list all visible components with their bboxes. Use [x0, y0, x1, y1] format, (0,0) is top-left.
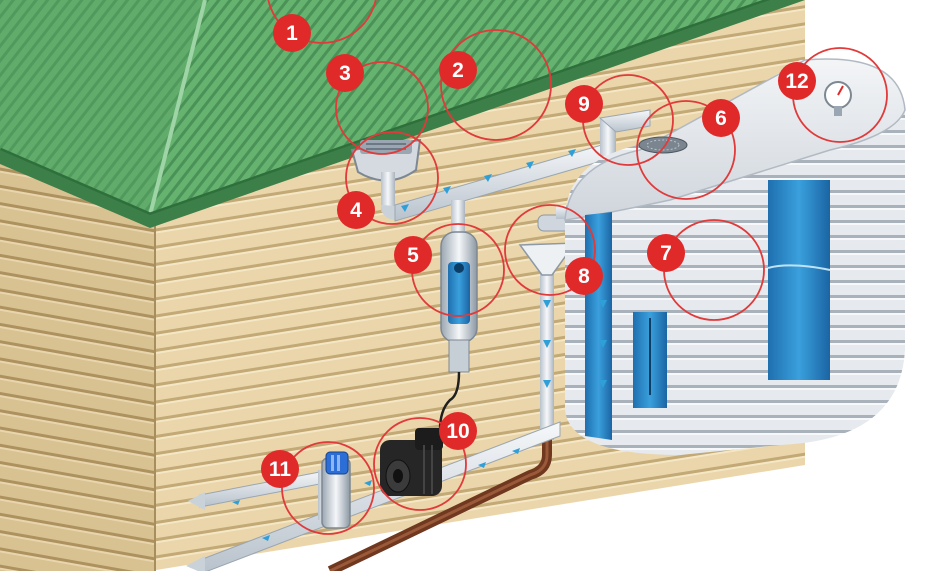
callout-label-4: 4	[350, 199, 362, 222]
tank-water-cutaway-left	[585, 212, 612, 440]
callout-ring-8	[504, 204, 596, 296]
callout-badge-11: 11	[261, 450, 299, 488]
callout-ring-1	[267, 0, 377, 44]
gutter-guard-icon	[366, 143, 406, 150]
first-flush-diverter-icon	[454, 263, 464, 273]
mains-switch	[321, 451, 351, 529]
callout-badge-8: 8	[565, 257, 603, 295]
diverter-drain-hose	[438, 371, 461, 431]
tank-water-cutaway-right	[768, 180, 830, 380]
callout-label-2: 2	[452, 59, 464, 82]
callout-label-1: 1	[286, 22, 298, 45]
callout-ring-2	[440, 29, 552, 141]
callout-badge-10: 10	[439, 412, 477, 450]
pump	[380, 428, 443, 496]
conveyance-pipe	[394, 109, 651, 222]
callout-ring-11	[281, 441, 375, 535]
rain-head	[350, 138, 422, 182]
callout-label-11: 11	[269, 458, 292, 481]
tank-screen-icon	[638, 136, 688, 154]
callout-label-5: 5	[407, 244, 419, 267]
callout-label-8: 8	[578, 265, 590, 288]
callout-badge-12: 12	[778, 62, 816, 100]
callout-ring-4	[345, 131, 439, 225]
callout-badge-5: 5	[394, 236, 432, 274]
callout-ring-6	[636, 100, 736, 200]
callout-ring-3	[335, 61, 429, 155]
callout-label-3: 3	[339, 62, 351, 85]
callout-badge-7: 7	[647, 234, 685, 272]
callout-label-12: 12	[785, 70, 808, 93]
callout-badge-2: 2	[439, 51, 477, 89]
callout-badge-9: 9	[565, 85, 603, 123]
callout-badge-4: 4	[337, 191, 375, 229]
callout-badge-1: 1	[273, 14, 311, 52]
flow-arrows	[232, 149, 607, 541]
callout-badges: 1 2 3 4 5 6 7 8	[261, 14, 816, 488]
callout-label-10: 10	[446, 420, 469, 443]
callout-label-9: 9	[578, 93, 590, 116]
pump-icon	[393, 469, 403, 483]
callout-label-6: 6	[715, 107, 727, 130]
callout-ring-10	[373, 417, 467, 511]
house-wall-side	[0, 160, 155, 571]
callout-badge-3: 3	[326, 54, 364, 92]
callout-label-7: 7	[660, 242, 672, 265]
callout-badge-6: 6	[702, 99, 740, 137]
